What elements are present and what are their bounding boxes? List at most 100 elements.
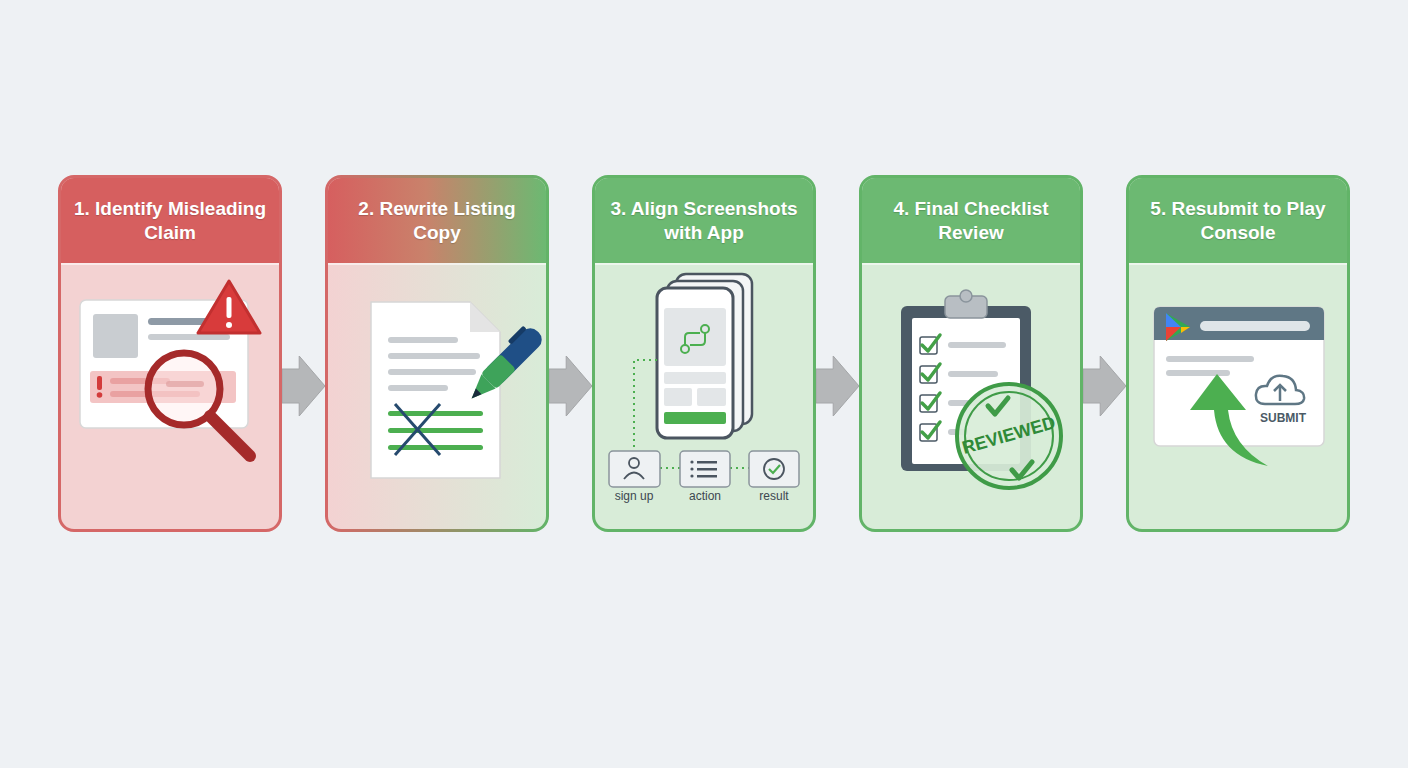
clipboard-icon-part-part [920,424,937,441]
listing-card-icon-part [93,314,138,358]
clipboard-icon-part-part [920,337,937,354]
listing-card-icon-part [148,318,210,325]
approval-stamp-icon-part [988,398,1008,414]
step-title: 4. Final Checklist Review [870,197,1072,245]
clipboard-icon-part [948,342,1006,348]
clipboard-icon-part-part [920,366,937,383]
flow-step-label: sign up [615,490,654,503]
magnifier-icon-part [148,353,220,425]
clipboard-icon-part [948,400,988,406]
console-window-icon-part [1181,327,1190,333]
flow-steps-icon-part [690,467,693,470]
document-icon [371,302,500,478]
phone-stack-icon-part [667,281,743,431]
step-title: 3. Align Screenshots with App [603,197,805,245]
clipboard-icon-part-part [922,393,940,409]
button-label: SUBMIT [1260,412,1306,425]
document-icon-part [371,302,500,478]
flow-arrow [282,356,325,416]
console-window-icon-part [1166,313,1181,327]
card-header: 4. Final Checklist Review [862,178,1080,263]
flow-arrow [549,356,592,416]
document-icon-part [388,428,483,433]
pen-icon-part [508,326,527,345]
clipboard-icon-part [945,296,987,318]
upload-arrow-icon-part [1274,385,1286,391]
document-icon-part [388,385,448,391]
step-card: 2. Rewrite Listing Copy [325,175,549,532]
approval-stamp-icon-part [965,392,1053,480]
card-header: 2. Rewrite Listing Copy [328,178,546,263]
step-card: 3. Align Screenshots with App [592,175,816,532]
phone-stack-icon-part [664,372,726,384]
approval-stamp-icon-part [1012,462,1032,478]
clipboard-icon-part [948,429,968,435]
listing-card-icon-part [97,376,102,390]
flow-step-label: action [689,490,721,503]
upload-arrow-icon-part [1279,386,1282,401]
upload-arrow-icon-part [1190,374,1268,466]
listing-card-icon-part [110,391,200,397]
document-icon-part [388,337,458,343]
flow-steps-icon-part [680,451,730,487]
listing-card-icon-part [80,300,248,428]
listing-card-icon-part [226,322,232,328]
pen-icon-part [481,354,516,389]
upload-arrow-icon-part [1256,376,1304,404]
flow-steps-icon-part [697,475,717,478]
clipboard-icon-part-part [920,395,937,412]
listing-card-icon-part [97,392,103,398]
console-window-icon-part [1154,307,1324,446]
flow-arrow [816,356,859,416]
phone-stack-icon-part [664,308,726,366]
listing-card-icon-part [110,378,170,384]
flow-steps-icon-part [769,465,780,473]
clipboard-icon-part-part [922,422,940,438]
flow-steps-icon-part [730,467,749,469]
approval-stamp-icon [957,384,1061,488]
clipboard-icon [901,290,1031,471]
flow-steps-icon-part [764,459,784,479]
document-icon-part [388,445,483,450]
flow-steps-icon-part [697,468,717,471]
phone-stack-icon-part [697,388,726,406]
clipboard-icon-part [912,318,1020,464]
listing-card-icon [80,281,260,428]
upload-arrow-icon [1190,374,1304,466]
step-card: 5. Resubmit to Play Console [1126,175,1350,532]
card-header: 3. Align Screenshots with App [595,178,813,263]
approval-stamp-icon-part [957,384,1061,488]
phone-stack-icon-part [701,325,709,333]
flow-steps-icon-part [697,461,717,464]
clipboard-icon-part [901,306,1031,471]
phone-stack-icon-part [664,412,726,424]
flow-steps-icon-part [690,474,693,477]
console-window-icon [1154,307,1324,446]
flow-steps-icon-part [634,360,657,453]
console-window-icon-part [1200,321,1310,331]
clipboard-icon-part [948,371,998,377]
listing-card-icon-part [148,334,230,340]
console-window-icon-part [1166,327,1181,341]
step-title: 2. Rewrite Listing Copy [336,197,538,245]
listing-card-icon-part [227,297,232,318]
flow-steps-icon-part [629,458,639,468]
pen-icon-part [465,374,496,405]
card-header: 5. Resubmit to Play Console [1129,178,1347,263]
flow-steps-icon-part [609,451,660,487]
flow-steps-icon-part [660,467,680,469]
magnifier-icon-part [210,416,250,456]
flow-steps-icon [609,360,799,487]
phone-stack-icon [657,274,752,438]
phone-stack-icon-part [685,333,705,345]
stamp-text: REVIEWED [960,413,1058,458]
phone-stack-icon-part [664,388,692,406]
listing-card-icon-part [198,281,260,333]
flow-steps-icon-part [749,451,799,487]
clipboard-icon-part-part [922,364,940,380]
step-title: 1. Identify Misleading Claim [69,197,271,245]
header-divider [61,263,279,265]
pen-icon [461,321,546,406]
